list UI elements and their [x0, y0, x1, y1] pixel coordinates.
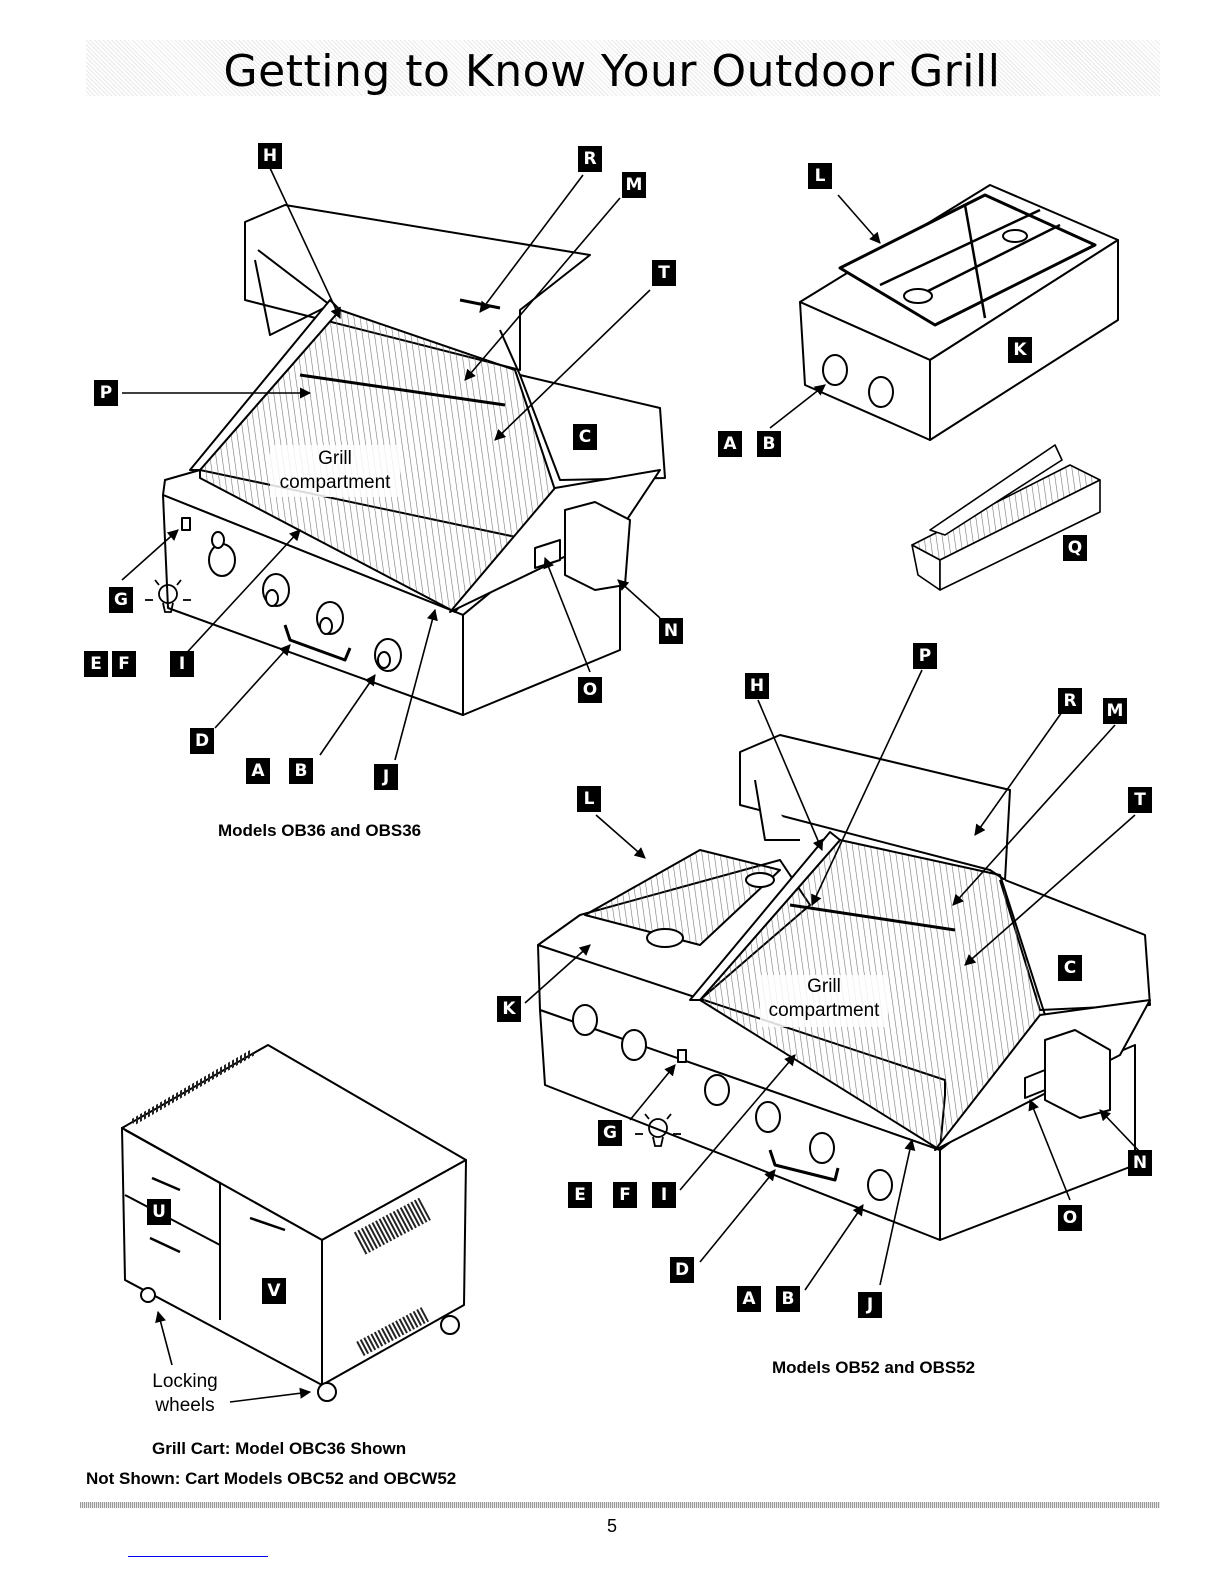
callout-i: I — [170, 651, 194, 677]
callout-m: M — [1103, 698, 1127, 724]
callout-b: B — [289, 758, 313, 784]
callout-f: F — [613, 1182, 637, 1208]
callout-o: O — [1058, 1205, 1082, 1231]
caption-ob52: Models OB52 and OBS52 — [772, 1358, 975, 1378]
callout-t: T — [652, 260, 676, 286]
callout-r: R — [578, 146, 602, 172]
grill-cart-drawing — [122, 1045, 466, 1401]
locking-wheels-label: wheels — [140, 1394, 230, 1418]
callout-g: G — [598, 1120, 622, 1146]
callout-n: N — [1128, 1150, 1152, 1176]
grill-compartment-label: Grill — [760, 975, 888, 999]
locking-wheels-label: Locking — [140, 1370, 230, 1394]
grill-compartment-label: Grill — [270, 447, 400, 471]
callout-a: A — [718, 431, 742, 457]
callout-h: H — [258, 143, 282, 169]
callout-p: P — [94, 380, 118, 406]
callout-t: T — [1128, 787, 1152, 813]
callout-j: J — [374, 764, 398, 790]
callout-n: N — [659, 618, 683, 644]
caption-cart: Grill Cart: Model OBC36 Shown — [152, 1439, 406, 1459]
callout-m: M — [622, 172, 646, 198]
callout-b: B — [776, 1286, 800, 1312]
callout-o: O — [578, 677, 602, 703]
callout-p: P — [913, 643, 937, 669]
grill-ob36-drawing — [163, 205, 665, 715]
footer-rule — [80, 1502, 1160, 1508]
callout-a: A — [246, 758, 270, 784]
callout-u: U — [147, 1199, 171, 1225]
grill-compartment-label: compartment — [270, 471, 400, 495]
callout-h: H — [745, 673, 769, 699]
callout-e: E — [84, 651, 108, 677]
caption-cart-not-shown: Not Shown: Cart Models OBC52 and OBCW52 — [86, 1469, 456, 1489]
callout-c: C — [1058, 955, 1082, 981]
callout-c: C — [573, 424, 597, 450]
callout-k: K — [497, 996, 521, 1022]
callout-e: E — [568, 1182, 592, 1208]
callout-i: I — [652, 1182, 676, 1208]
callout-q: Q — [1063, 535, 1087, 561]
callout-j: J — [858, 1292, 882, 1318]
callout-f: F — [112, 651, 136, 677]
smoker-box-drawing — [912, 445, 1100, 590]
callout-d: D — [190, 728, 214, 754]
callout-r: R — [1058, 688, 1082, 714]
callout-g: G — [109, 587, 133, 613]
callout-v: V — [262, 1278, 286, 1304]
link-underline[interactable] — [128, 1556, 268, 1557]
callout-l: L — [577, 786, 601, 812]
callout-l: L — [808, 163, 832, 189]
callout-d: D — [670, 1257, 694, 1283]
side-burner-drawing — [800, 185, 1118, 440]
grill-compartment-label: compartment — [760, 999, 888, 1023]
caption-ob36: Models OB36 and OBS36 — [218, 821, 421, 841]
callout-k: K — [1008, 337, 1032, 363]
callout-b: B — [757, 431, 781, 457]
page-number: 5 — [0, 1516, 1224, 1537]
callout-a: A — [737, 1286, 761, 1312]
